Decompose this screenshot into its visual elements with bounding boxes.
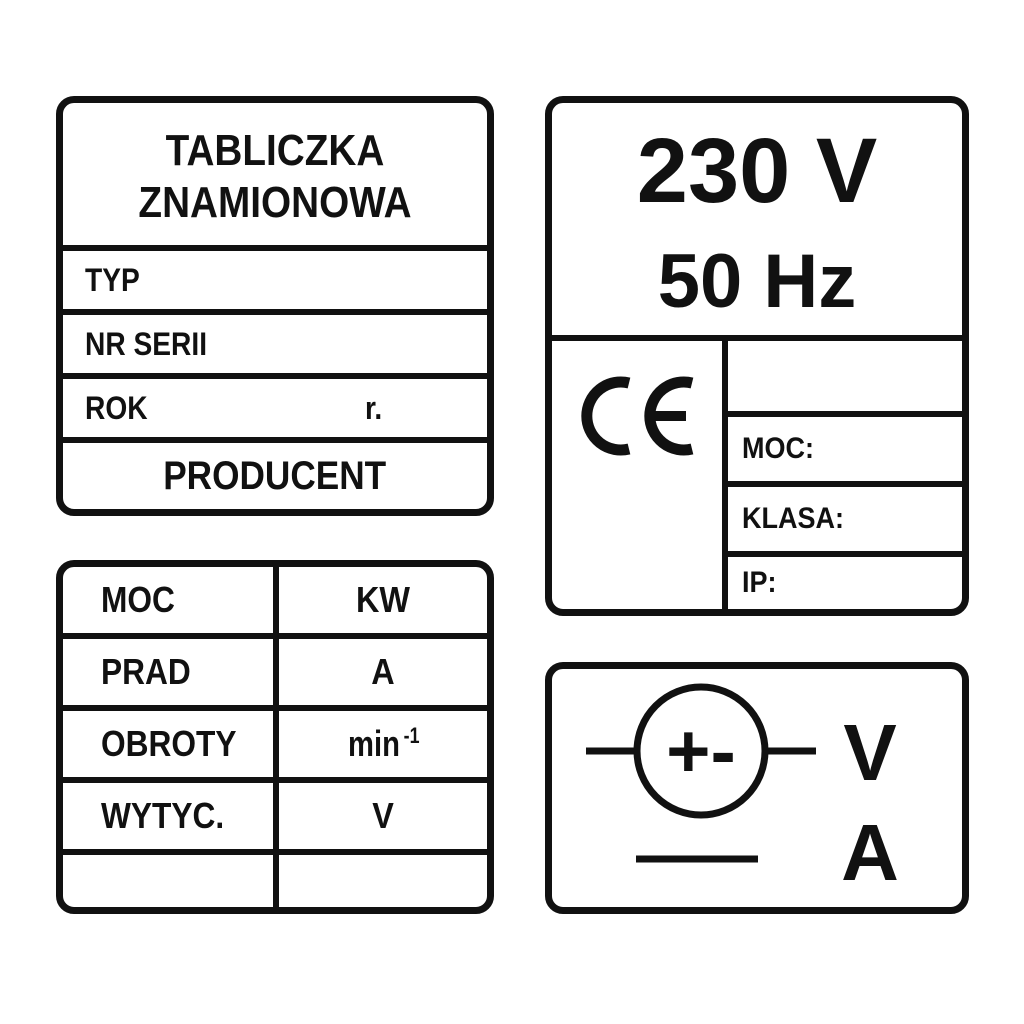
year-label: ROK (85, 389, 148, 426)
spec-table-column-divider (273, 567, 279, 907)
table-row: WYTYC. V (63, 777, 487, 849)
power-panel-divider (552, 335, 962, 341)
serial-row: NR SERII (63, 309, 487, 373)
spec-label: PRAD (101, 651, 191, 692)
producer-row: PRODUCENT (63, 437, 487, 509)
serial-label: NR SERII (85, 325, 208, 362)
nameplate-title-line2: ZNAMIONOWA (138, 178, 412, 227)
power-rating-label: MOC: (742, 432, 814, 465)
spec-table-panel: MOC KW PRAD A OBROTY min-1 WYTYC. V (56, 560, 494, 914)
table-row: MOC KW (63, 567, 487, 633)
nameplate-title-line1: TABLICZKA (165, 126, 385, 175)
spec-unit: KW (355, 579, 410, 620)
power-blank-cell (728, 341, 962, 411)
class-label: KLASA: (742, 502, 844, 535)
polarity-symbol: +- (666, 709, 736, 794)
symbol-panel: +- V A (545, 662, 969, 914)
voltage-letter: V (843, 708, 897, 797)
spec-unit: min-1 (348, 723, 420, 764)
spec-unit: A (371, 651, 395, 692)
class-cell: KLASA: (728, 481, 962, 551)
ip-cell: IP: (728, 551, 962, 609)
type-label: TYP (85, 261, 140, 298)
frequency-value: 50 Hz (657, 239, 857, 324)
spec-unit-base: min (348, 723, 401, 764)
table-row (63, 849, 487, 907)
spec-label: MOC (101, 579, 175, 620)
power-rating-cell: MOC: (728, 411, 962, 481)
year-unit: r. (365, 389, 383, 426)
nameplate-panel: TABLICZKA ZNAMIONOWA TYP NR SERII ROK r.… (56, 96, 494, 516)
type-row: TYP (63, 245, 487, 309)
producer-label: PRODUCENT (163, 453, 387, 498)
spec-label: WYTYC. (101, 795, 225, 836)
current-letter: A (841, 808, 899, 897)
ip-label: IP: (742, 566, 777, 599)
ac-dc-symbol-icon: +- (586, 683, 816, 863)
voltage-value: 230 V (636, 120, 878, 222)
year-row: ROK r. (63, 373, 487, 437)
ce-mark-icon (581, 376, 694, 456)
power-panel-column-divider (722, 335, 728, 609)
table-row: PRAD A (63, 633, 487, 705)
nameplate-title: TABLICZKA ZNAMIONOWA (88, 103, 461, 251)
spec-unit: V (372, 795, 394, 836)
spec-label: OBROTY (101, 723, 237, 764)
table-row: OBROTY min-1 (63, 705, 487, 777)
power-panel: 230 V 50 Hz MOC: KLASA: IP: (545, 96, 969, 616)
